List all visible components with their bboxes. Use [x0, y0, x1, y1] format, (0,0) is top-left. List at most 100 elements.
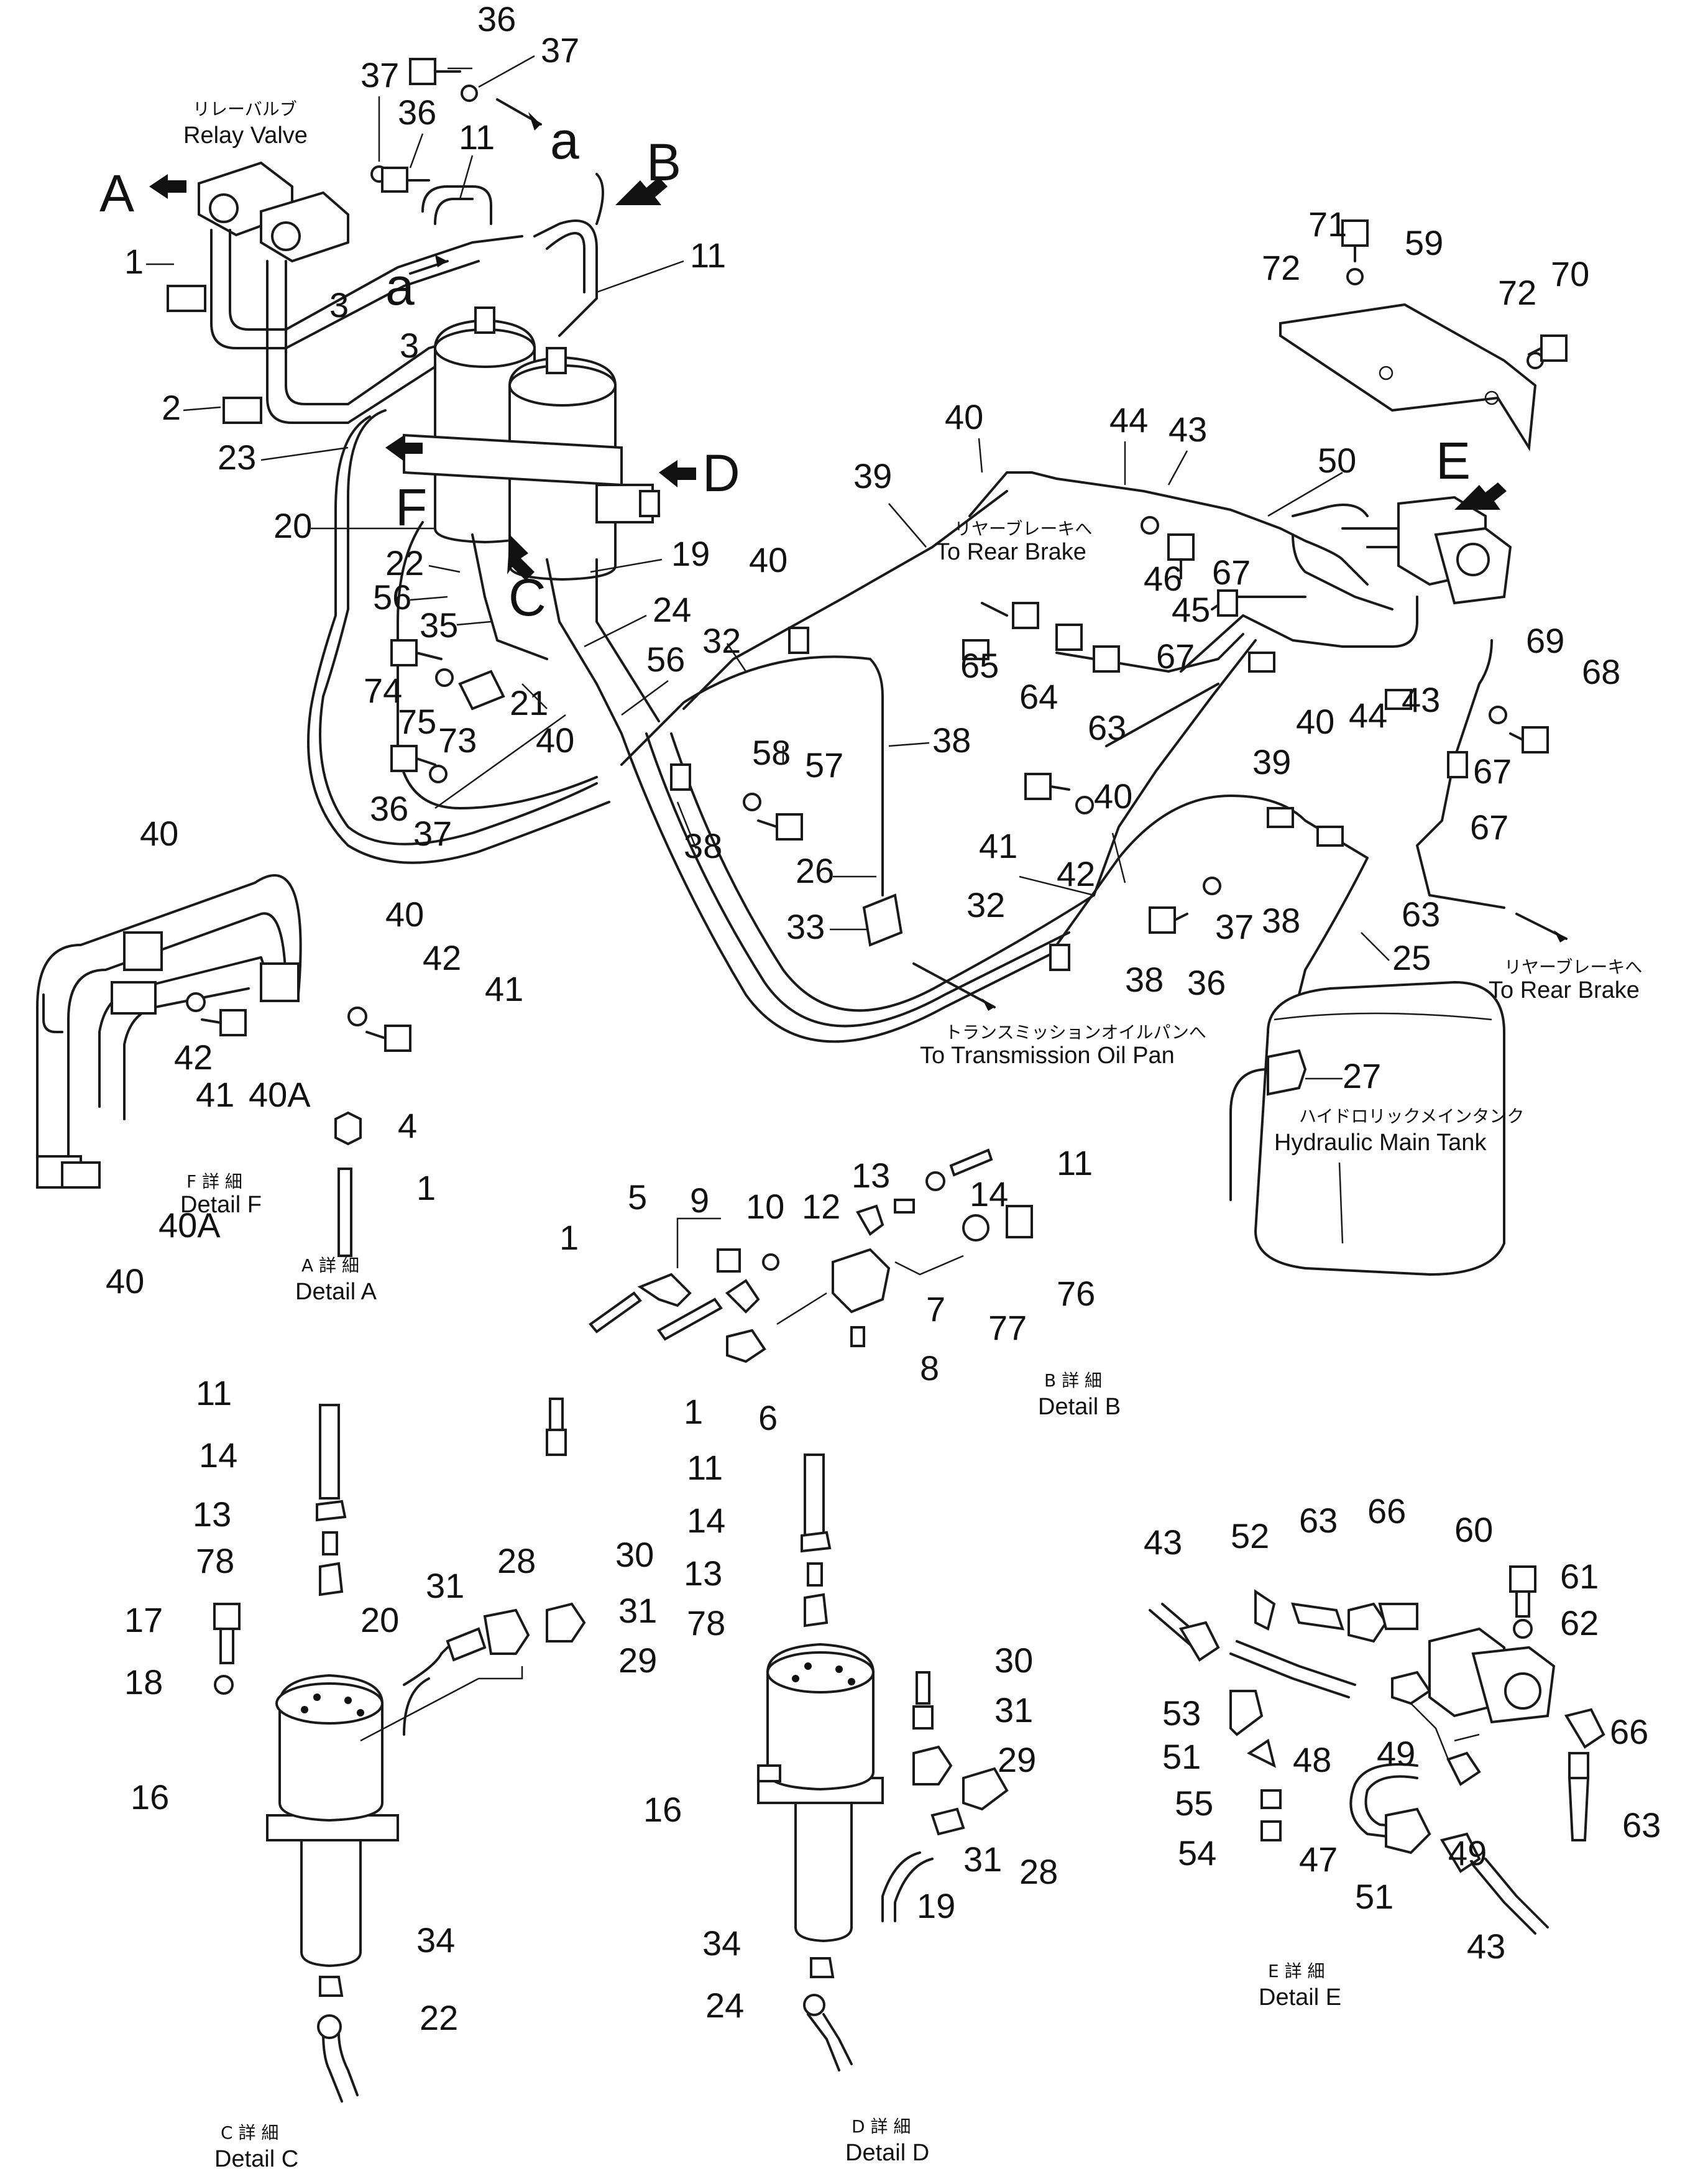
part-label: 41	[196, 1075, 234, 1114]
part-label: 31	[618, 1591, 657, 1630]
relay-valve-jp: リレーバルブ	[193, 99, 297, 119]
part-label: 40	[1296, 702, 1334, 741]
part-label: 72	[1262, 248, 1300, 287]
part-label: 11	[1057, 1143, 1093, 1182]
part-label: 31	[426, 1566, 464, 1605]
part-label: 53	[1162, 1693, 1201, 1733]
part-label: 63	[1088, 708, 1126, 747]
part-label: 23	[218, 438, 256, 477]
captions: リレーバルブ Relay Valve リヤーブレーキへ To Rear Brak…	[183, 99, 1642, 1156]
part-label: 27	[1343, 1056, 1381, 1095]
part-label: 64	[1019, 677, 1058, 716]
part-label: 37	[1215, 907, 1254, 946]
part-label: 40	[945, 397, 983, 436]
part-label: 9	[690, 1181, 709, 1220]
part-label: 11	[196, 1373, 232, 1412]
part-label: 19	[671, 534, 710, 573]
part-label: 57	[805, 745, 843, 785]
trans-pan-caption: To Transmission Oil Pan	[920, 1043, 1175, 1069]
part-label: 67	[1470, 808, 1508, 847]
part-label: 13	[852, 1156, 890, 1195]
part-label: 40	[106, 1261, 144, 1301]
part-label: 35	[420, 606, 458, 645]
part-label: 36	[1187, 963, 1226, 1002]
part-label: 30	[615, 1535, 654, 1574]
part-label: 54	[1178, 1833, 1216, 1873]
part-label: 26	[796, 851, 834, 890]
view-arrows	[149, 98, 1568, 1011]
relay-valves	[198, 161, 349, 424]
detail-c-title: Detail C	[214, 2146, 298, 2172]
part-label: 24	[705, 1986, 744, 2025]
trans-pan-jp: トランスミッションオイルパンへ	[945, 1022, 1206, 1043]
part-label: 40	[140, 814, 178, 853]
detail-b	[589, 1148, 1033, 1363]
part-label: 78	[196, 1541, 234, 1580]
view-marker: D	[702, 444, 740, 502]
part-label: 1	[559, 1218, 579, 1257]
view-marker: a	[385, 257, 415, 316]
part-label: 77	[988, 1308, 1027, 1347]
part-label: 14	[199, 1435, 237, 1475]
part-label: 44	[1349, 696, 1387, 735]
part-label: 56	[646, 640, 685, 679]
view-marker: C	[508, 568, 546, 627]
part-label: 1	[684, 1392, 703, 1431]
part-label: 20	[273, 506, 312, 545]
part-label: 41	[979, 826, 1017, 865]
part-label: 30	[994, 1641, 1033, 1680]
part-label: 50	[1318, 441, 1356, 480]
view-marker: B	[646, 133, 681, 191]
part-label: 3	[329, 285, 349, 325]
part-label: 37	[360, 55, 399, 94]
part-label: 28	[497, 1541, 536, 1580]
part-label: 74	[364, 671, 402, 710]
hydraulic-tank	[1229, 980, 1505, 1276]
part-label: 40A	[249, 1075, 311, 1114]
part-label: 6	[758, 1398, 778, 1437]
detail-c-jp: C 詳 細	[221, 2122, 278, 2143]
part-label: 20	[360, 1600, 399, 1639]
part-label: 72	[1498, 273, 1536, 312]
part-label: 2	[162, 388, 181, 427]
part-label: 37	[541, 30, 579, 70]
detail-titles: F 詳 細 Detail F A 詳 細 Detail A B 詳 細 Deta…	[180, 1171, 1341, 2172]
part-label: 12	[802, 1187, 840, 1226]
part-label: 48	[1293, 1740, 1331, 1779]
part-label: 49	[1448, 1833, 1487, 1873]
part-label: 1	[124, 242, 144, 281]
view-marker: a	[550, 111, 579, 170]
part-label: 49	[1377, 1734, 1415, 1773]
part-label: 40	[536, 721, 574, 760]
part-label: 58	[752, 733, 791, 772]
part-label: 63	[1402, 895, 1440, 934]
part-label: 37	[413, 814, 452, 853]
detail-b-jp: B 詳 細	[1044, 1370, 1102, 1391]
part-label: 43	[1467, 1927, 1505, 1966]
detail-f-jp: F 詳 細	[186, 1171, 242, 1192]
part-label: 39	[1252, 742, 1291, 781]
part-label: 16	[643, 1790, 682, 1829]
part-label: 47	[1299, 1840, 1338, 1879]
loose-bolts	[370, 58, 1568, 934]
part-label: 28	[1019, 1852, 1058, 1891]
detail-a	[334, 1111, 362, 1257]
part-label: 3	[400, 326, 419, 365]
part-label: 40	[1094, 776, 1132, 816]
clamps	[167, 285, 1468, 971]
view-marker: F	[395, 478, 427, 537]
rear-brake-jp-2: リヤーブレーキへ	[1504, 957, 1642, 977]
part-label: 8	[920, 1348, 939, 1388]
part-label: 44	[1109, 400, 1148, 440]
hoses-rear-brake	[968, 471, 1505, 1058]
detail-d-jp: D 詳 細	[852, 2116, 911, 2137]
part-label: 29	[618, 1641, 657, 1680]
part-label: 52	[1231, 1516, 1269, 1555]
detail-d-title: Detail D	[845, 2140, 929, 2166]
part-label: 16	[131, 1777, 169, 1817]
detail-a-title: Detail A	[295, 1279, 377, 1305]
part-label: 43	[1402, 680, 1440, 719]
part-label: 66	[1610, 1712, 1648, 1751]
part-label: 62	[1560, 1603, 1599, 1643]
